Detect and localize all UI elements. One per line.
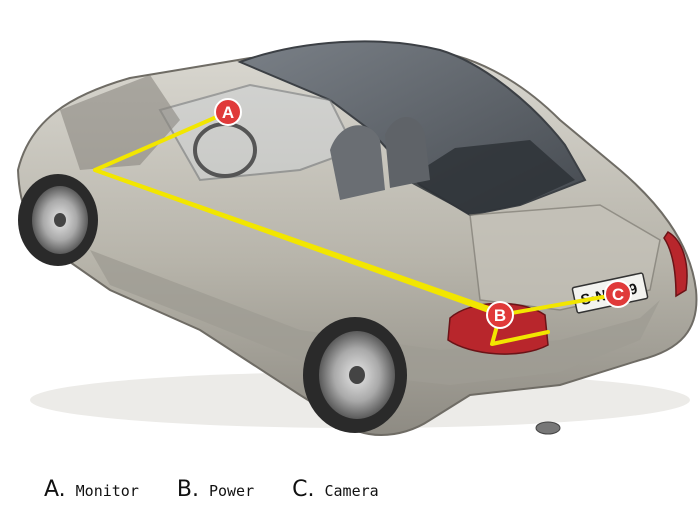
car-wiring-diagram: S·NC 29 A B C [16,40,698,436]
marker-a: A [214,98,242,126]
legend-letter-b: B. [176,476,199,502]
exhaust-pipe [535,421,561,435]
front-wheel [18,174,98,266]
rear-window [405,140,575,215]
legend-item-camera: C. Camera [292,477,379,502]
legend-item-power: B. Power [177,477,254,502]
marker-c-label: C [612,285,624,304]
marker-b: B [486,301,514,329]
legend-text-power: Power [208,481,255,500]
marker-c: C [604,280,632,308]
legend-item-monitor: A. Monitor [44,477,139,502]
legend: A. Monitor B. Power C. Camera [44,472,417,506]
legend-letter-c: C. [292,476,315,502]
marker-b-label: B [494,306,506,325]
rear-wheel [303,317,407,433]
taillight-right [663,231,688,298]
interior-seats [193,116,430,200]
legend-text-monitor: Monitor [75,481,139,500]
legend-letter-a: A. [44,476,66,502]
legend-text-camera: Camera [324,481,379,500]
marker-a-label: A [222,103,234,122]
